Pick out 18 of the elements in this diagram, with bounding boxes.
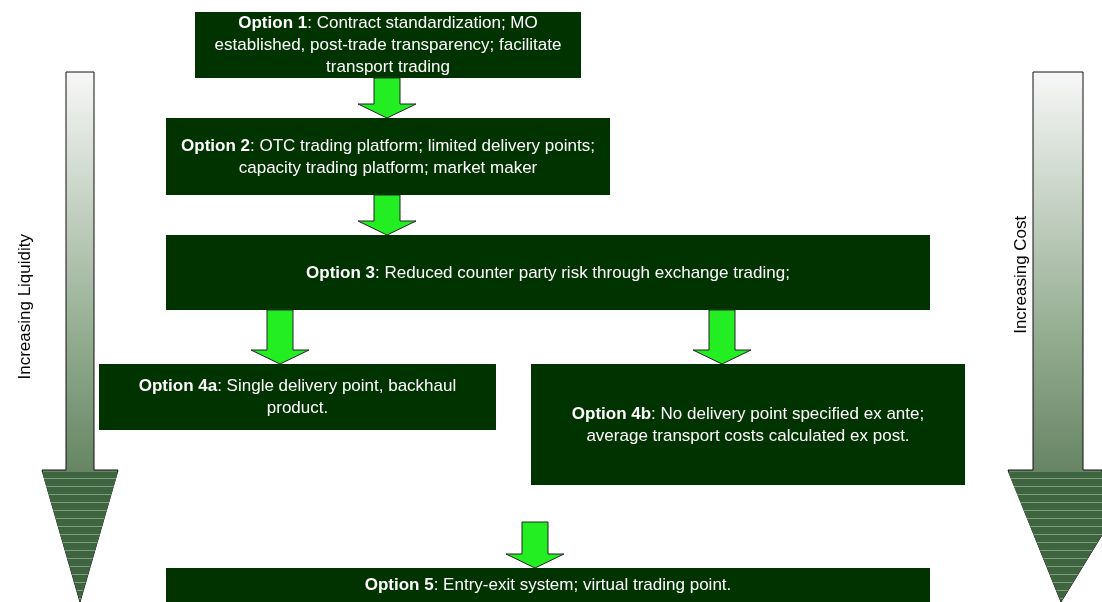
block-arrow [692, 309, 752, 365]
option-text: Option 5: Entry-exit system; virtual trading point. [364, 574, 732, 596]
block-arrow [505, 521, 565, 569]
option-text: Option 4a: Single delivery point, backhaul product. [137, 375, 458, 419]
option-box [166, 568, 930, 602]
option-text: Option 4b: No delivery point specified ex ante; average transport costs calculated ex post. [570, 402, 926, 447]
option-text: Option 1: Contract standardization; MO established, post-trade transparency; facilitate transport trading [213, 12, 563, 78]
option-text: Option 3: Reduced counter party risk through exchange trading; [306, 261, 790, 284]
block-arrow [357, 77, 417, 119]
option-box [166, 118, 610, 195]
option-box [531, 364, 965, 485]
axis-label: Increasing Cost [1010, 214, 1032, 336]
block-arrow [357, 194, 417, 236]
option-text: Option 2: OTC trading platform; limited delivery points; capacity trading platform; market maker [180, 134, 596, 179]
option-box [166, 235, 930, 310]
axis-label: Increasing Liquidity [14, 233, 36, 382]
option-box [99, 364, 496, 430]
block-arrow [250, 309, 310, 365]
